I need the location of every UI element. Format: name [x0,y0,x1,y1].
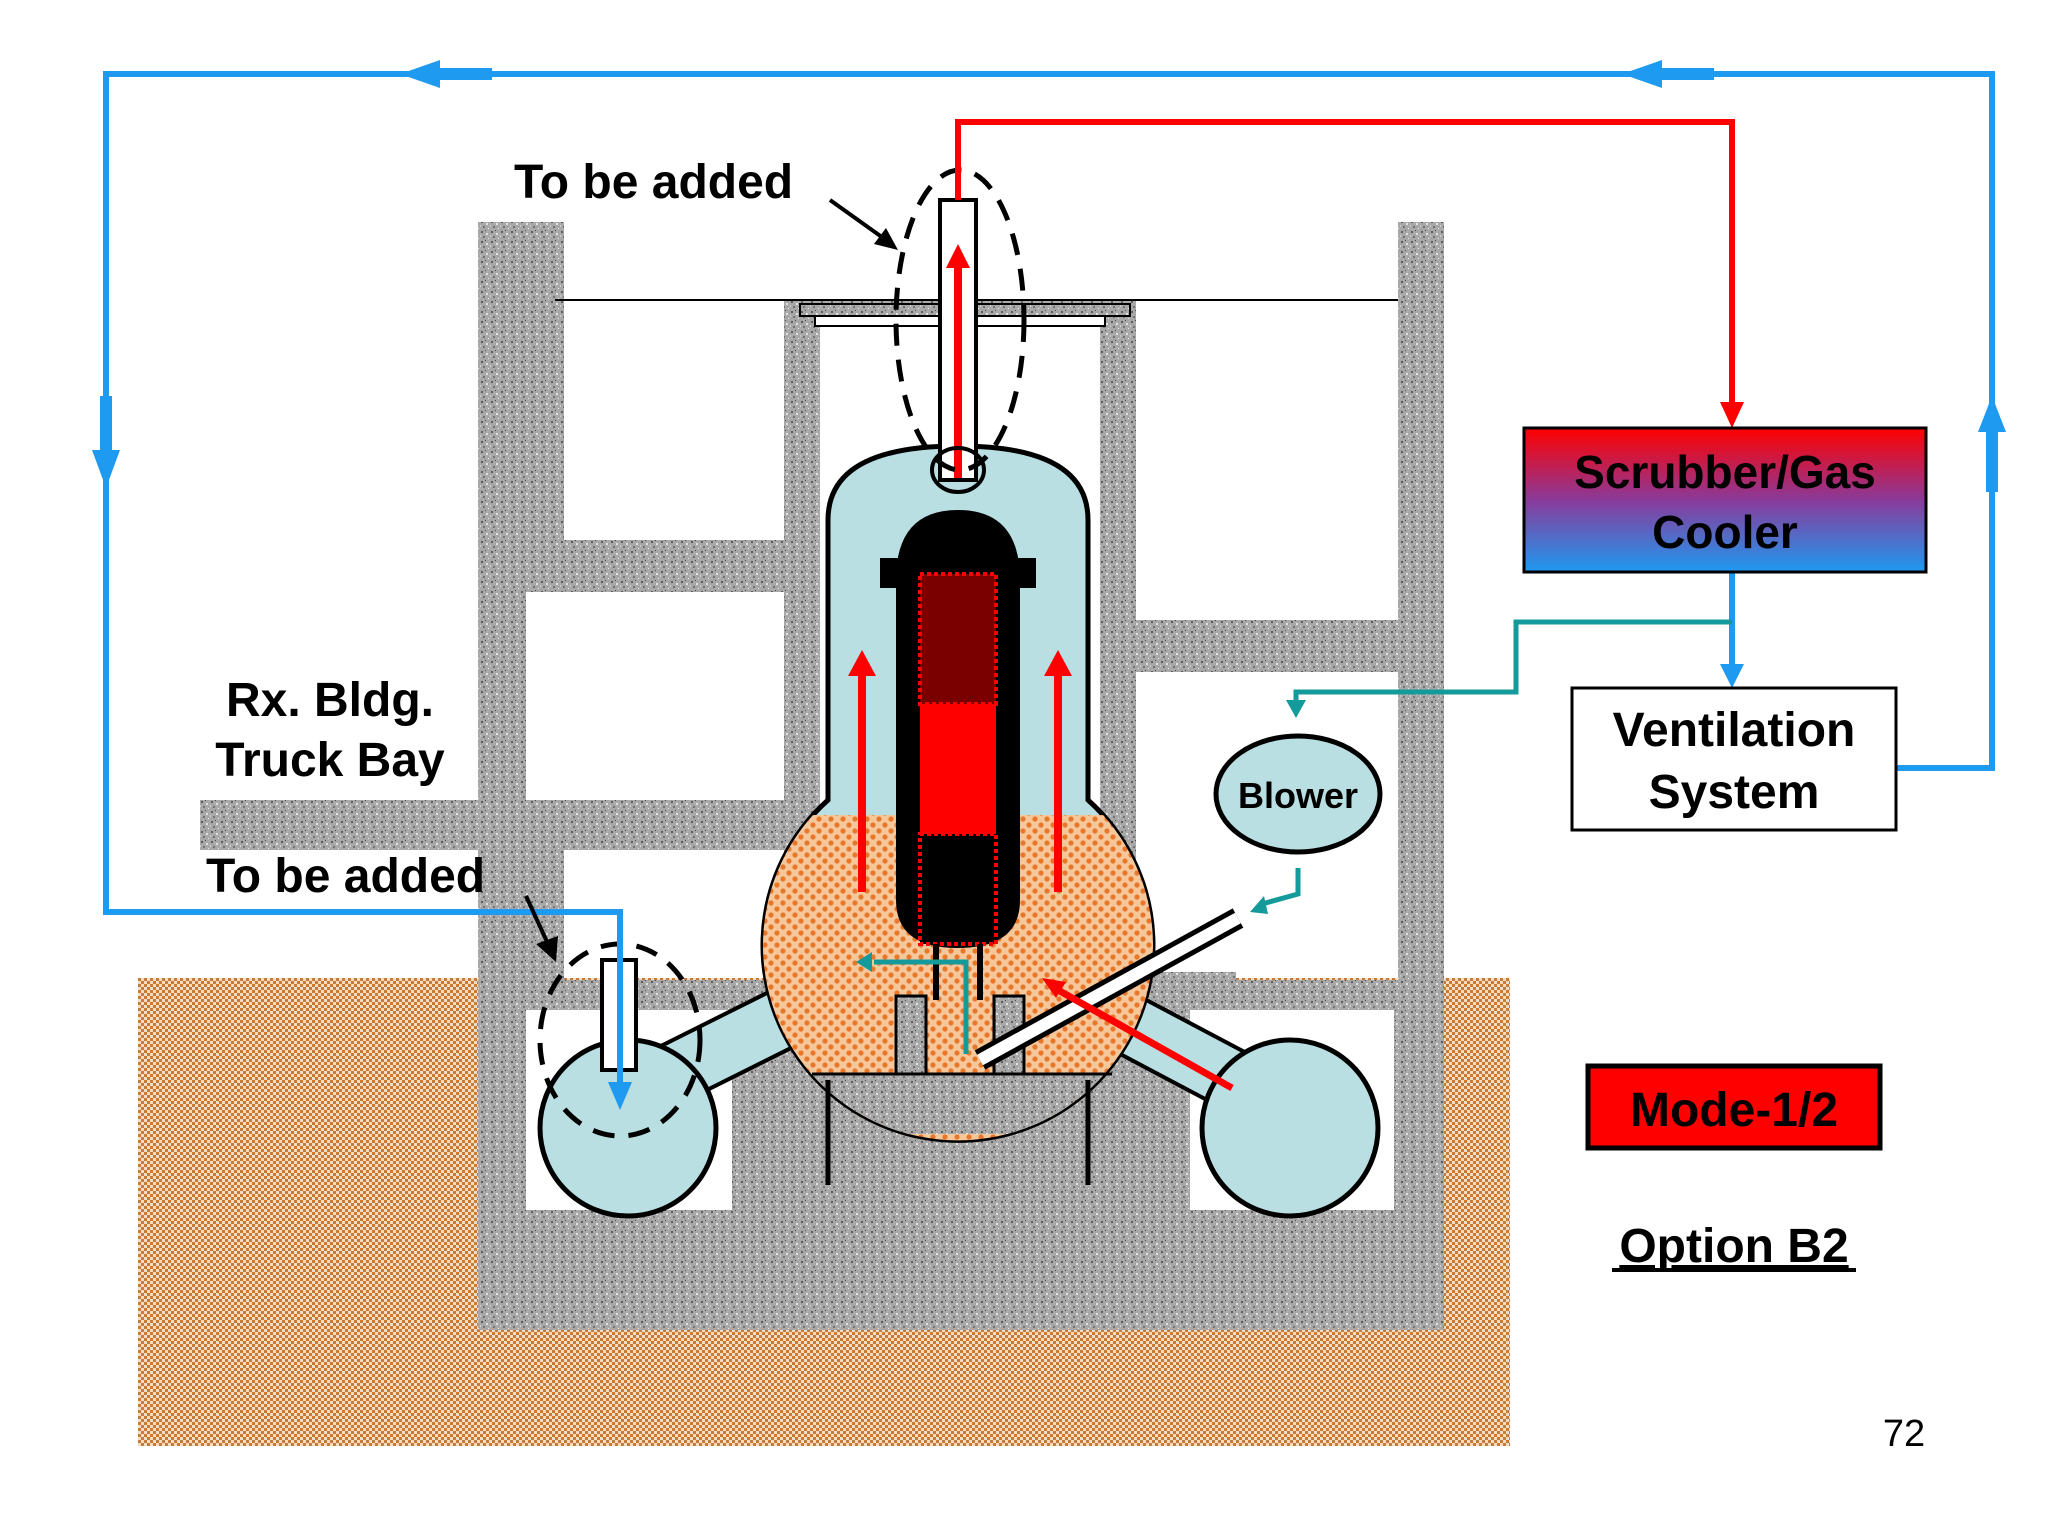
option-label: Option B2 [1619,1220,1848,1273]
air-flow-arrowhead-top-right [1622,60,1662,88]
air-flow-arrowhead-loop-left [92,450,120,488]
to-be-added-top-leader [828,198,898,250]
scrubber-label-line1: Scrubber/Gas [1574,446,1876,498]
to-be-added-left-leader [524,895,558,962]
ventilation-label-line1: Ventilation [1613,704,1856,757]
to-be-added-left-label: To be added [206,850,485,903]
scrubber-gas-cooler-box: Scrubber/Gas Cooler [1522,426,1928,574]
rx-bldg-label-line1: Rx. Bldg. [226,674,434,727]
top-vent-pipe [930,198,986,494]
mode-box: Mode-1/2 [1585,1063,1883,1151]
reactor-pressure-vessel [880,510,1036,1000]
hot-gas-line [955,119,1735,410]
air-flow-arrowhead-down-left [608,1082,632,1110]
ventilation-label-line2: System [1649,766,1820,819]
blower: Blower [1213,733,1383,855]
air-flow-arrowhead-top-left [400,60,440,88]
air-flow-arrowhead-right-up [1978,396,2006,432]
rx-bldg-label-line2: Truck Bay [215,734,445,787]
suppression-chamber-right [1105,991,1381,1219]
ventilation-system-box: Ventilation System [1570,686,1898,832]
page-number: 72 [1883,1413,1925,1455]
hot-gas-arrowhead [1720,402,1744,428]
blower-label: Blower [1238,775,1358,816]
to-be-added-top-label: To be added [514,156,793,209]
recirculation-line [1293,619,1732,706]
mode-label: Mode-1/2 [1630,1084,1838,1137]
scrubber-label-line2: Cooler [1652,506,1798,558]
scrubber-to-vent-arrowhead [1720,664,1744,688]
